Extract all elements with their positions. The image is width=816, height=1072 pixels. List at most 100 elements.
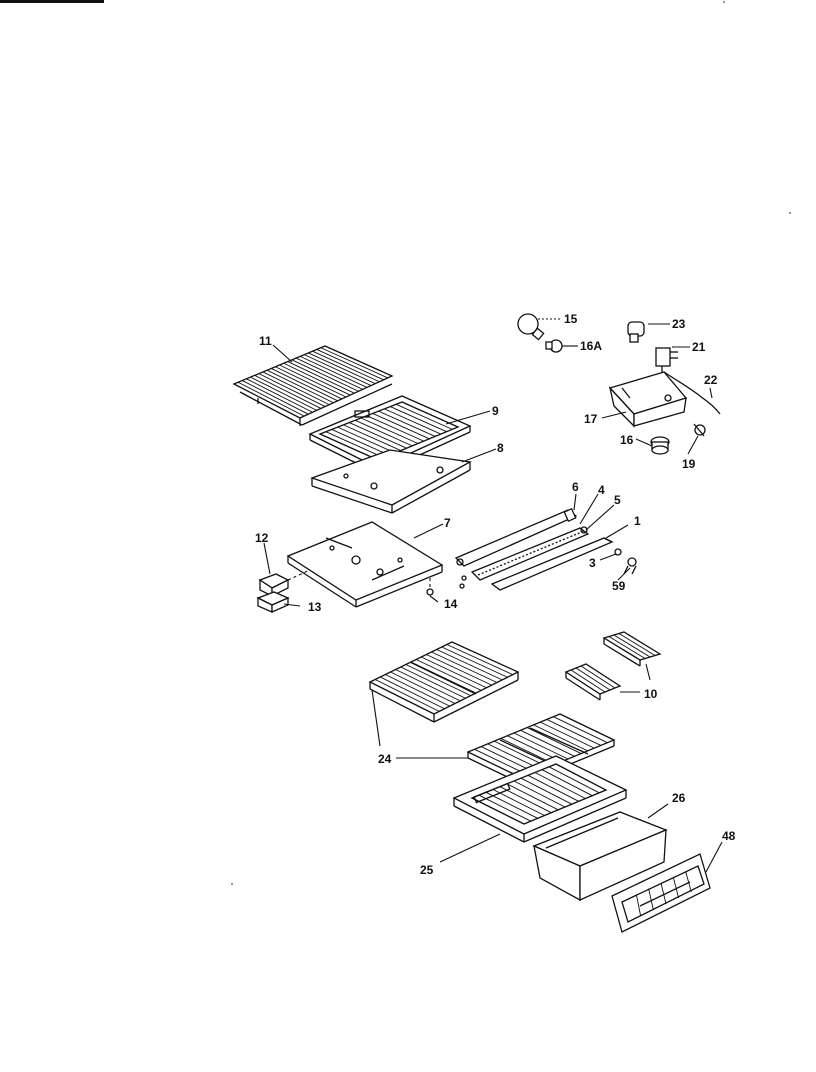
shelf-rib (378, 410, 436, 437)
callout-4: 4 (598, 483, 605, 497)
shelf-rib (262, 371, 330, 406)
callout-16a: 16A (580, 339, 602, 353)
part-11-wire-shelf (232, 345, 394, 426)
shelf-rib (266, 369, 334, 404)
shelf-rib (271, 368, 338, 402)
shelf-rib (237, 381, 305, 417)
callout-21: 21 (692, 340, 706, 354)
shelf-rib (304, 354, 372, 386)
shelf-rib (325, 431, 384, 459)
shelf-rib (400, 666, 466, 699)
callout-7: 7 (444, 516, 451, 530)
callout-labels: 11 9 8 7 12 13 14 6 4 5 1 3 59 15 16A 23… (255, 312, 736, 877)
shelf-rib (354, 419, 413, 447)
part-25-crisper-frame (452, 755, 628, 843)
part-24-shelf-right (466, 713, 616, 785)
shelf-rib (520, 729, 575, 757)
callout-11: 11 (259, 334, 272, 348)
part-17-control-housing (608, 371, 688, 428)
callout-12: 12 (255, 531, 269, 545)
shelf-rib (380, 676, 445, 710)
part-7-panel (286, 521, 444, 608)
callout-14: 14 (444, 597, 458, 611)
shelf-rib (580, 665, 616, 689)
shelf-rib (374, 679, 440, 712)
shelf-rib (250, 376, 317, 411)
shelf-rib (533, 724, 588, 752)
shelf-rib (431, 651, 498, 683)
part-6-rail (454, 507, 578, 567)
part-10-tray-upper (602, 631, 662, 667)
shelf-rib (384, 408, 442, 435)
shelf-rib (478, 794, 532, 822)
shelf-rib (308, 352, 376, 385)
shelf-rib (385, 674, 450, 707)
part-5-rail (459, 526, 590, 589)
shelf-rib (258, 373, 326, 407)
part-14-screw (426, 578, 434, 596)
shelf-rib (299, 355, 368, 388)
shelf-rib (366, 415, 424, 442)
shelf-rib (395, 403, 453, 430)
shelf-rib (279, 364, 347, 398)
callout-22: 22 (704, 373, 718, 387)
callout-1: 1 (634, 514, 641, 528)
part-13-bracket (256, 591, 290, 613)
shelf-rib (287, 361, 355, 394)
part-21-switch (655, 347, 678, 380)
part-48-drawer-front (611, 853, 711, 933)
callout-5: 5 (614, 493, 621, 507)
leader-lines (263, 318, 723, 873)
callout-16: 16 (620, 433, 634, 447)
shelf-rib (526, 727, 582, 754)
shelf-rib (513, 732, 569, 760)
shelf-rib (275, 366, 343, 400)
speck (723, 1, 725, 3)
shelf-rib (331, 429, 390, 456)
shelf-rib (513, 780, 566, 808)
shelf-rib (534, 772, 586, 799)
shelf-rib (548, 766, 600, 794)
part-10-tray-lower (564, 663, 622, 701)
callout-24: 24 (378, 752, 392, 766)
shelf-rib (405, 664, 471, 697)
shelf-rib (312, 350, 380, 383)
shelf-rib (672, 877, 680, 899)
shelf-rib (426, 654, 492, 686)
part-3-screw (614, 548, 622, 556)
shelf-rib (546, 719, 602, 746)
shelf-rib (527, 774, 579, 802)
part-9-shelf (308, 395, 472, 475)
shelf-rib (410, 661, 477, 694)
shelf-rib (295, 357, 363, 390)
callout-48: 48 (722, 829, 736, 843)
shelf-rib (608, 636, 646, 659)
shelf-rib (283, 362, 351, 396)
speck (231, 883, 233, 885)
shelf-rib (349, 422, 407, 449)
shelf-rib (390, 671, 456, 704)
shelf-rib (254, 374, 322, 409)
callout-23: 23 (672, 317, 686, 331)
shelf-rib (446, 644, 513, 676)
shelf-rib (613, 634, 651, 658)
shelf-rib (360, 417, 419, 444)
part-16a-socket (545, 339, 563, 353)
shelf-rib (660, 882, 667, 905)
shelf-rib (540, 721, 595, 749)
callout-59: 59 (612, 579, 626, 593)
shelf-rib (343, 424, 402, 451)
shelf-rib (492, 789, 545, 816)
part-26-crisper-drawer (532, 811, 668, 902)
shelf-rib (541, 769, 593, 797)
shelf-rib (520, 777, 573, 805)
shelf-rib (441, 646, 508, 678)
callout-6: 6 (572, 480, 579, 494)
shelf-rib (575, 667, 611, 691)
part-15-light-bulb (517, 313, 545, 341)
part-24-shelf-left (368, 641, 520, 723)
callout-17: 17 (584, 412, 598, 426)
part-23-knob (627, 321, 645, 343)
